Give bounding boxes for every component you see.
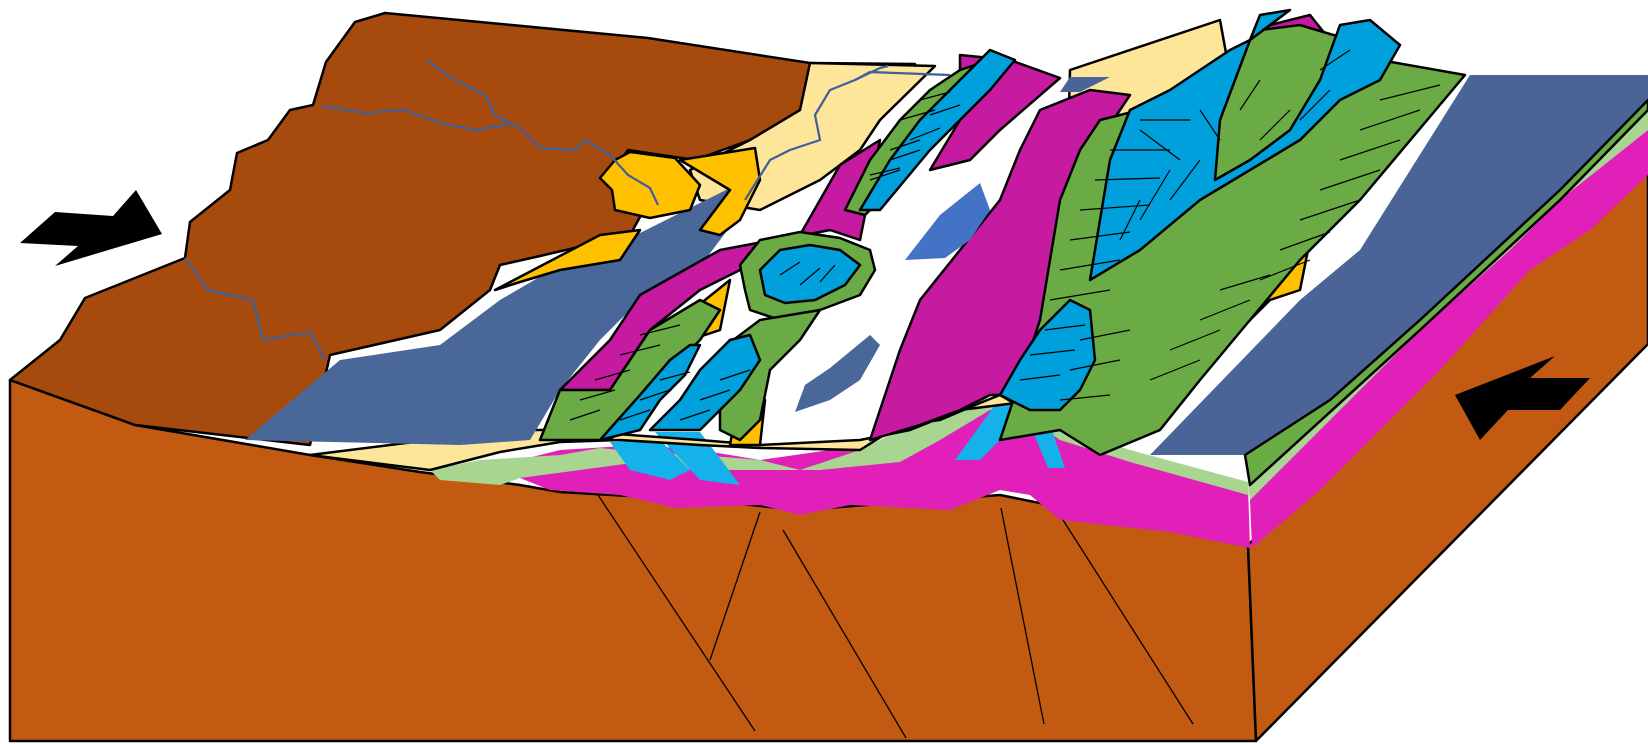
river-lower [184,257,326,361]
lake-lower [795,335,880,412]
ticks-green-right [1049,84,1441,401]
front-cyan-wedge-1 [610,440,690,480]
river-tributary [321,104,511,132]
cyan-sheet-left-lower [598,343,702,442]
gold-deposit-plateau-edge [598,150,702,220]
gold-strip-left-shore [493,228,642,292]
fault-line-4 [1000,507,1045,725]
right-compression-arrow [1455,356,1590,440]
front-cyan-wedge-2 [655,432,740,485]
ticks-cyan-left [619,104,961,421]
green-sheet-far-right [1243,98,1648,487]
cyan-sheet-right-lower [998,298,1097,412]
right-sea-shelf [1150,75,1648,455]
cyan-sheet-right-big [1088,8,1402,282]
compression-arrows [20,190,1590,440]
sea-inlet-top [1060,77,1110,92]
bedding-ticks [569,49,1441,421]
gold-deposit-ridge-left [678,146,762,237]
block-body [8,148,1648,743]
fault-line-2 [709,511,761,661]
fault-line-1 [597,494,756,732]
river-sand-branch [854,64,889,81]
cyan-lobe-inner [758,243,862,305]
fault-line-3 [782,529,907,739]
front-faults [597,494,1194,739]
fault-line-5 [1062,519,1194,725]
side-magenta-band [1250,130,1648,548]
lake-upper [905,183,990,260]
ticks-cyan-right [1119,49,1351,241]
cyan-sheet-left-mid [648,333,762,432]
ticks-green-left [569,91,951,421]
ticks-cyan-lower-right [1019,324,1086,381]
rivers [184,59,951,361]
lakes [795,183,990,412]
left-compression-arrow [20,190,162,266]
river-main [425,59,659,206]
